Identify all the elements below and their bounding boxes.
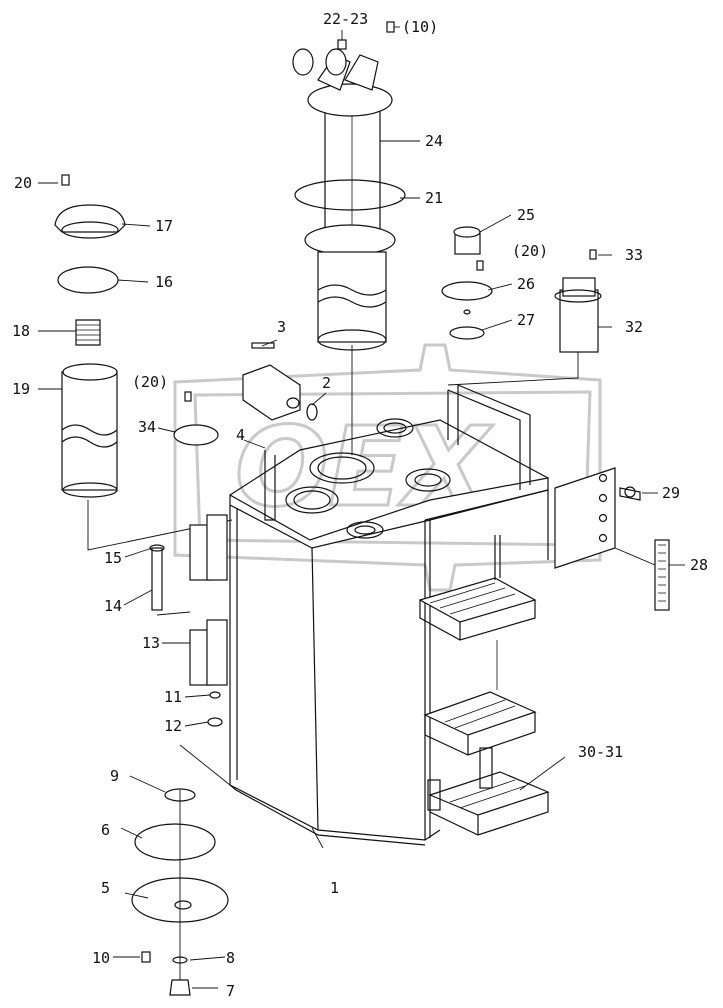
callout-9: 9 (110, 767, 119, 785)
callout-18: 18 (12, 322, 30, 340)
drain-cover-group (131, 691, 231, 996)
step-assembly (418, 535, 550, 836)
hydraulic-tank-body (229, 384, 549, 846)
watermark-logo: OEX (173, 343, 602, 592)
callout-20-ref-left: (20) (132, 373, 168, 391)
callout-34: 34 (138, 418, 156, 436)
callout-14: 14 (104, 597, 122, 615)
side-plate (554, 467, 670, 611)
callout-13: 13 (142, 634, 160, 652)
callout-28: 28 (690, 556, 708, 574)
callout-17: 17 (155, 217, 173, 235)
callout-11: 11 (164, 688, 182, 706)
callout-19: 19 (12, 380, 30, 398)
callout-2: 2 (322, 374, 331, 392)
callout-labels: 1 2 3 4 5 6 7 8 9 10 (10) 11 12 13 14 15… (12, 10, 708, 1000)
callout-12: 12 (164, 717, 182, 735)
callout-32: 32 (625, 318, 643, 336)
callout-10: 10 (92, 949, 110, 967)
breather-pipe (292, 48, 406, 455)
callout-4: 4 (236, 426, 245, 444)
callout-10-ref: (10) (402, 18, 438, 36)
leader-lines (38, 26, 685, 989)
callout-20-ref-right: (20) (512, 242, 548, 260)
callout-6: 6 (101, 821, 110, 839)
callout-20: 20 (14, 174, 32, 192)
callout-15: 15 (104, 549, 122, 567)
callout-25: 25 (517, 206, 535, 224)
callout-24: 24 (425, 132, 443, 150)
callout-22-23: 22-23 (323, 10, 368, 28)
return-filter-group (54, 204, 233, 551)
bolt-markers (61, 21, 597, 963)
callout-3: 3 (277, 318, 286, 336)
callout-26: 26 (517, 275, 535, 293)
valve-block (173, 309, 471, 446)
callout-1: 1 (330, 879, 339, 897)
callout-27: 27 (517, 311, 535, 329)
callout-8: 8 (226, 949, 235, 967)
hinge-group (149, 514, 228, 686)
callout-5: 5 (101, 879, 110, 897)
filler-cap-group (441, 226, 602, 386)
callout-30-31: 30-31 (578, 743, 623, 761)
callout-29: 29 (662, 484, 680, 502)
callout-16: 16 (155, 273, 173, 291)
callout-7: 7 (226, 982, 235, 1000)
callout-33: 33 (625, 246, 643, 264)
callout-21: 21 (425, 189, 443, 207)
